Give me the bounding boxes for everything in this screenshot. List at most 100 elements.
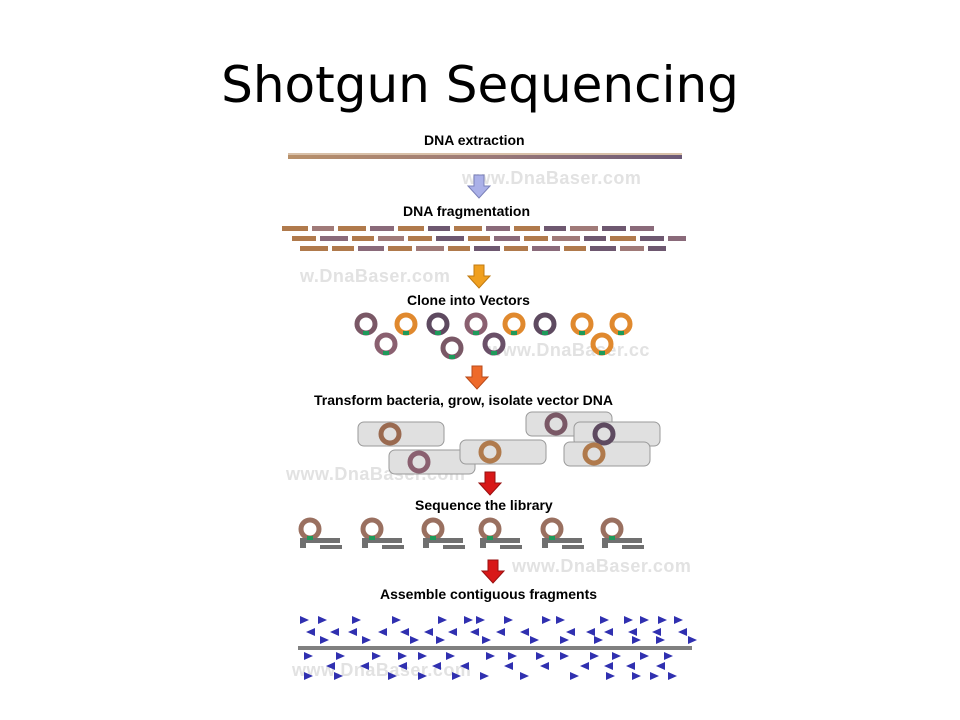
read-arrow [436, 636, 445, 644]
read-arrow [348, 628, 357, 636]
read-arrow [504, 662, 513, 670]
step-arrow-4 [477, 471, 503, 496]
read-arrow [476, 616, 485, 624]
read-arrow [362, 636, 371, 644]
read-arrow [632, 636, 641, 644]
read-arrow [590, 652, 599, 660]
read-arrow [652, 628, 661, 636]
step-arrow-2 [466, 264, 492, 289]
dna-strand [288, 153, 682, 159]
read-arrow [400, 628, 409, 636]
step-arrow-3 [464, 365, 490, 390]
vector-inserts [363, 331, 624, 359]
read-arrow [536, 652, 545, 660]
read-arrow [604, 628, 613, 636]
read-arrow [612, 652, 621, 660]
read-arrow [398, 662, 407, 670]
read-arrow [304, 672, 313, 680]
watermark-1: www.DnaBaser.com [462, 168, 642, 188]
read-arrow [432, 662, 441, 670]
slide-title: Shotgun Sequencing [221, 56, 739, 114]
read-arrow [330, 628, 339, 636]
watermark-2: w.DnaBaser.com [300, 266, 451, 286]
read-arrow [504, 616, 513, 624]
read-arrow [586, 628, 595, 636]
step-arrow-5 [480, 559, 506, 584]
read-arrow [530, 636, 539, 644]
read-arrow [318, 616, 327, 624]
read-arrow [378, 628, 387, 636]
read-arrow [398, 652, 407, 660]
read-arrow [626, 662, 635, 670]
read-arrow [628, 628, 637, 636]
sequencing-library [298, 517, 644, 549]
read-arrow [520, 672, 529, 680]
read-arrow [580, 662, 589, 670]
step-label-dna-fragmentation: DNA fragmentation [403, 203, 531, 219]
read-arrow [658, 616, 667, 624]
read-arrow [570, 672, 579, 680]
read-arrow [650, 672, 659, 680]
read-arrow [392, 616, 401, 624]
read-arrow [604, 662, 613, 670]
step-label-dna-extraction: DNA extraction [424, 132, 525, 148]
read-arrow [678, 628, 687, 636]
read-arrow [438, 616, 447, 624]
read-arrow [306, 628, 315, 636]
read-arrow [388, 672, 397, 680]
read-arrow [560, 652, 569, 660]
assembled-contig [298, 646, 692, 650]
read-arrow [452, 672, 461, 680]
read-arrow [372, 652, 381, 660]
read-arrow [448, 628, 457, 636]
read-arrow [594, 636, 603, 644]
step-arrow-1 [466, 174, 492, 199]
read-arrow [410, 636, 419, 644]
read-arrow [470, 628, 479, 636]
read-arrow [520, 628, 529, 636]
read-arrow [664, 652, 673, 660]
bacteria-cells [357, 411, 661, 475]
step-label-assemble-fragments: Assemble contiguous fragments [380, 586, 598, 602]
read-arrow [508, 652, 517, 660]
read-arrow [566, 628, 575, 636]
read-arrow [556, 616, 565, 624]
read-arrow [540, 662, 549, 670]
read-arrow [640, 616, 649, 624]
read-arrow [656, 662, 665, 670]
read-arrow [300, 616, 309, 624]
read-arrow [464, 616, 473, 624]
read-arrow [656, 636, 665, 644]
read-arrow [304, 652, 313, 660]
read-arrow [560, 636, 569, 644]
step-label-clone-into-vectors: Clone into Vectors [407, 292, 530, 308]
read-arrow [542, 616, 551, 624]
read-arrow [688, 636, 697, 644]
step-label-sequence-library: Sequence the library [415, 497, 553, 513]
read-arrow [496, 628, 505, 636]
read-arrow [482, 636, 491, 644]
read-arrow [446, 652, 455, 660]
cell-vectors [378, 412, 616, 474]
cloned-vectors [354, 312, 633, 360]
read-arrow [460, 662, 469, 670]
step-label-transform-bacteria: Transform bacteria, grow, isolate vector… [314, 392, 614, 408]
read-arrow [336, 652, 345, 660]
sequence-reads [300, 616, 697, 680]
read-arrow [632, 672, 641, 680]
read-arrow [668, 672, 677, 680]
read-arrow [334, 672, 343, 680]
read-arrow [640, 652, 649, 660]
read-arrow [360, 662, 369, 670]
read-arrow [600, 616, 609, 624]
watermark-5: www.DnaBaser.com [512, 556, 692, 576]
read-arrow [352, 616, 361, 624]
read-arrow [624, 616, 633, 624]
read-arrow [418, 672, 427, 680]
read-arrow [424, 628, 433, 636]
read-arrow [418, 652, 427, 660]
read-arrow [320, 636, 329, 644]
read-arrow [486, 652, 495, 660]
dna-fragments [282, 226, 686, 251]
